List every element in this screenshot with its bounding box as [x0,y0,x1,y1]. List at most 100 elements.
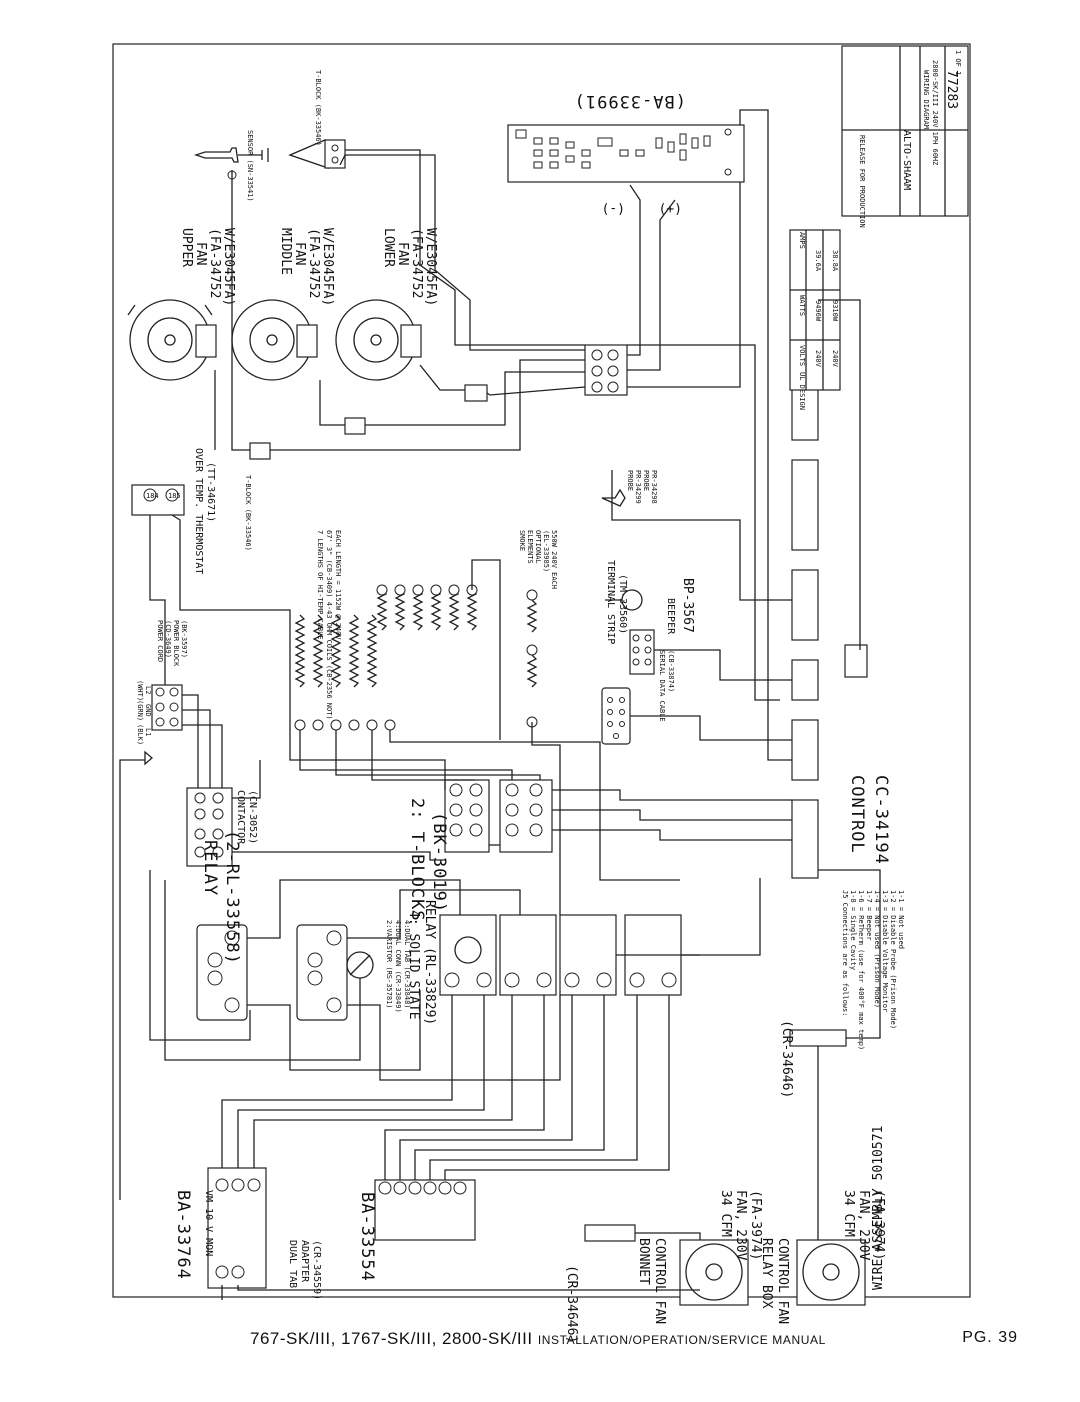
bonnet-fan-spec: 34 CFM FAN, 230V (FA-3974) [718,1190,763,1261]
svg-text:PR-34299: PR-34299 [634,470,642,504]
relay-box-fan-spec: 34 CFM FAN, 230V (FA-3974) [841,1190,886,1261]
svg-text:FAN, 230V: FAN, 230V [733,1190,748,1261]
control-label: CONTROL CC-34194 [847,775,891,865]
tblock-mid-label: T-BLOCK (BK-33546) [244,475,252,551]
svg-text:TERMINAL STRIP: TERMINAL STRIP [605,560,616,644]
plus-label: (+) [659,201,682,216]
svg-text:34 CFM: 34 CFM [841,1190,856,1237]
svg-text:PR-34298: PR-34298 [650,470,658,504]
title-block-dwg: 77283 [944,70,959,109]
title-block [841,45,969,217]
svg-text:(FA-34752: (FA-34752 [306,228,321,298]
svg-text:UPPER: UPPER [179,228,194,267]
ratings-row2-volts: 240V [831,350,839,368]
svg-text:MIDDLE: MIDDLE [278,228,293,275]
svg-text:W/E3045FA): W/E3045FA) [221,228,236,306]
manual-title: 767-SK/III, 1767-SK/III, 2800-SK/III INS… [250,1329,826,1349]
svg-text:(FA-3974): (FA-3974) [871,1190,886,1260]
ratings-row2-watts: 9310W [831,300,839,322]
svg-text:ELEMENTS: ELEMENTS [526,530,534,564]
svg-text:(CD-3649): (CD-3649) [164,620,172,658]
line-labels: (WHT) L2 (GRN) GND (BLK) L1 [136,680,152,745]
svg-text:(BK-3597): (BK-3597) [180,620,188,658]
ratings-header-ul: UL DESIGN [798,372,806,410]
svg-text:CONTROL FAN: CONTROL FAN [775,1238,790,1324]
title-block-sheet: 1 OF 1 [954,50,962,75]
svg-text:(CB-33874): (CB-33874) [667,650,675,692]
svg-text:1-6 = ReTherm (use for 400°F m: 1-6 = ReTherm (use for 400°F max temp) [857,890,865,1050]
svg-text:BEEPER: BEEPER [665,598,676,635]
svg-text:BP-3567: BP-3567 [680,578,695,633]
svg-text:FAN: FAN [292,242,307,265]
t-blocks [444,779,553,853]
svg-text:SMOKE: SMOKE [518,530,526,551]
serial-data-connector [601,687,631,745]
svg-text:(EL-33985): (EL-33985) [542,530,550,572]
svg-text:FAN, 230V: FAN, 230V [856,1190,871,1261]
svg-text:(TT-34671): (TT-34671) [205,462,216,522]
svg-text:7 LENGTHS OF HI-TEMP CABLE: 7 LENGTHS OF HI-TEMP CABLE [316,530,324,640]
heater-cable-label: 7 LENGTHS OF HI-TEMP CABLE 67' 3" (CB-34… [316,530,342,720]
svg-text:CONTACTOR: CONTACTOR [235,790,246,845]
thermostat-label: OVER TEMP. THERMOSTAT (TT-34671) [193,448,216,574]
svg-text:VM 10 V MON: VM 10 V MON [203,1190,214,1256]
svg-text:1-3 = Disable Voltage Monitor: 1-3 = Disable Voltage Monitor [881,890,889,1012]
ba-33554-label: BA-33554 [357,1192,377,1282]
sensor-label: SENSOR (SN-33541) [246,130,254,202]
tblock-top-label: T-BLOCK (BK-33546) [314,70,322,146]
dual-tab-label: DUAL TAB ADAPTER (CR-34559) [287,1240,322,1300]
serial-cable-label: SERIAL DATA CABLE (CB-33874) [658,650,675,722]
solid-state-label: 4: SOLID STATE RELAY (RL-33829) [406,900,437,1025]
title-block-release: RELEASE FOR PRODUCTION [858,135,866,228]
cr-34646-connectors [584,1029,847,1242]
ratings-row1-volts: 240V [814,350,822,368]
ratings-row2-amps: 38.8A [831,250,839,272]
svg-text:(CR-34559): (CR-34559) [311,1240,322,1300]
svg-text:(CN-3052): (CN-3052) [247,790,258,844]
model-list: 767-SK/III, 1767-SK/III, 2800-SK/III [250,1329,533,1348]
svg-text:BONNET: BONNET [636,1238,651,1285]
main-wiring [119,299,881,1300]
upper-fan [127,299,217,381]
ba-33554-board [374,1179,476,1241]
beeper-label: BEEPER BP-3567 [665,578,695,635]
middle-fan [231,299,318,381]
varistor-label: 2:VARISTOR (RS-35781) 4:DUAL CONN (CR-33… [385,920,411,1013]
ratings-header-volts: VOLTS [798,345,806,366]
fan-wiring [214,109,780,750]
fan-connectors [249,344,628,460]
contactor [186,787,233,867]
svg-text:RELAY BOX: RELAY BOX [759,1238,774,1309]
ratings-table [789,229,841,391]
svg-text:POWER CORD: POWER CORD [156,620,164,662]
wire-assembly-label: WIRE ASSEMBLY 5010571 [871,1126,886,1290]
svg-text:1-8 = Single Cavity: 1-8 = Single Cavity [849,890,857,970]
svg-text:1-7 = Beeper: 1-7 = Beeper [865,890,873,941]
svg-text:34 CFM: 34 CFM [718,1190,733,1237]
power-block [144,684,183,766]
svg-text:(2-RL-33558): (2-RL-33558) [222,830,242,965]
svg-text:L2: L2 [144,686,152,694]
manual-name: INSTALLATION/OPERATION/SERVICE MANUAL [537,1333,826,1347]
upper-fan-label: UPPER FAN (FA-34752 W/E3045FA) [179,228,236,306]
svg-text:CC-34194: CC-34194 [871,775,891,865]
power-cord-label: POWER CORD (CD-3649) POWER BLOCK (BK-359… [156,620,188,667]
ratings-row1-amps: 39.6A [814,250,822,272]
diagram-frame [112,43,971,1298]
svg-text:PROBE: PROBE [642,470,650,491]
smoke-elements [526,589,538,728]
svg-text:(WHT): (WHT) [136,680,144,701]
svg-text:4:DUAL TAB (CR-33848): 4:DUAL TAB (CR-33848) [403,920,411,1009]
page-footer: 767-SK/III, 1767-SK/III, 2800-SK/III INS… [0,1329,1080,1359]
cr-34646-label-b: (CR-34646) [779,1020,794,1098]
middle-fan-label: MIDDLE FAN (FA-34752 W/E3045FA) [278,228,335,306]
svg-text:1-4 = Not used (Prison Mode): 1-4 = Not used (Prison Mode) [873,890,881,1008]
svg-text:1-1 = Not used: 1-1 = Not used [897,890,905,949]
ba-33764-label: BA-33764 VM 10 V MON [173,1190,214,1280]
svg-text:FAN: FAN [193,242,208,265]
svg-text:(BLK): (BLK) [136,724,144,745]
svg-text:CONTROL: CONTROL [847,775,867,854]
ratings-header-watts: WATTS [798,295,806,316]
relay-box-fan-label: RELAY BOX CONTROL FAN [759,1238,790,1324]
